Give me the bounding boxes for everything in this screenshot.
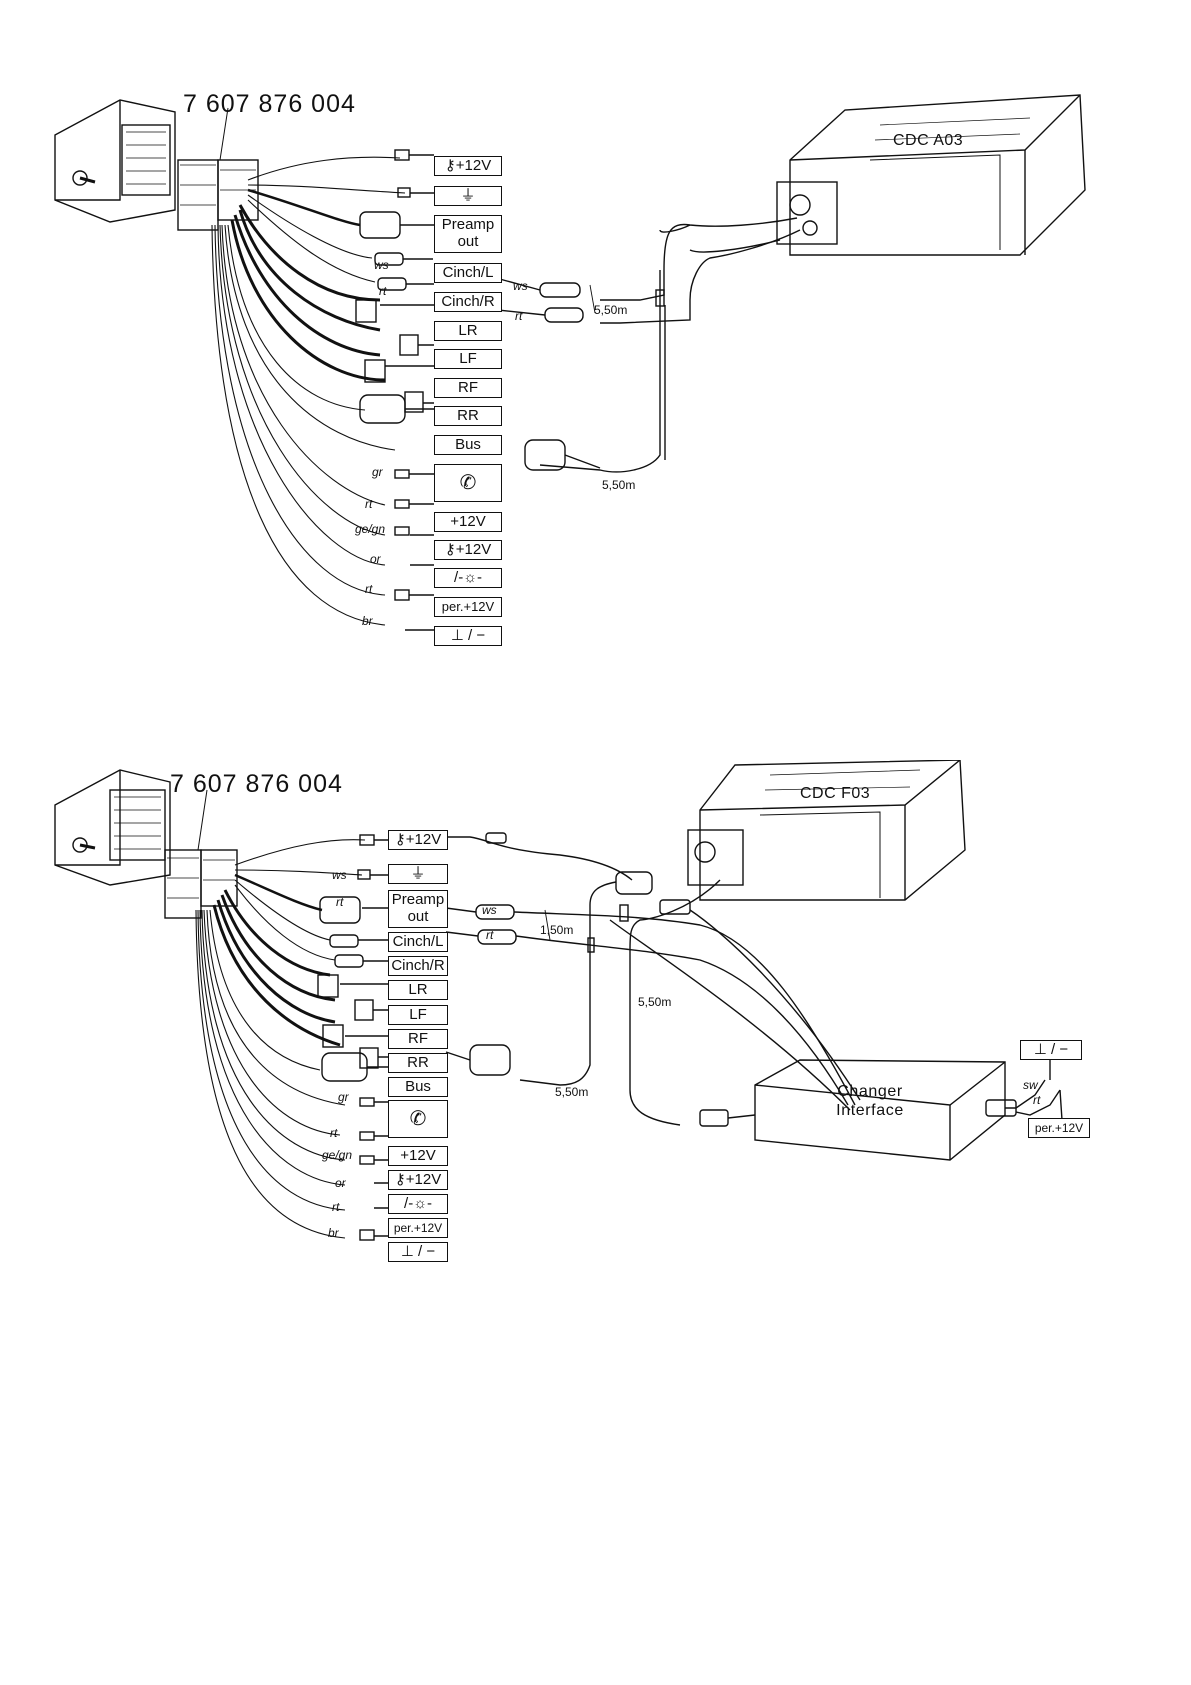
plug-ws: ws bbox=[374, 258, 389, 272]
tag-lr: LR bbox=[388, 980, 448, 1000]
tag-lr: LR bbox=[434, 321, 502, 341]
wire-gr: gr bbox=[372, 465, 383, 479]
length-cinch: 5,50m bbox=[594, 303, 628, 317]
plug-rt-cable: rt bbox=[486, 928, 494, 942]
length-bus: 5,50m bbox=[555, 1085, 589, 1099]
tag-rf: RF bbox=[434, 378, 502, 398]
tag-rr: RR bbox=[434, 406, 502, 426]
tag-ignition-12v-2: ⚷+12V bbox=[434, 540, 502, 560]
tag-ignition-12v: ⚷+12V bbox=[434, 156, 502, 176]
length-cinch: 1,50m bbox=[540, 923, 574, 937]
tag-cinch-r: Cinch/R bbox=[388, 956, 448, 976]
tag-ground: ⏚ bbox=[388, 864, 448, 884]
wire-rt: rt bbox=[365, 497, 373, 511]
wiring-drawing-bottom bbox=[54, 760, 1063, 1241]
tag-bus: Bus bbox=[388, 1077, 448, 1097]
plug-ws: ws bbox=[332, 868, 347, 882]
wire-br: br bbox=[362, 614, 373, 628]
plug-rt: rt bbox=[379, 284, 387, 298]
wire-rt-2: rt bbox=[365, 582, 373, 596]
wire-rt: rt bbox=[330, 1126, 338, 1140]
tag-interface-per-12v: per.+12V bbox=[1028, 1118, 1090, 1138]
tag-ground-minus: ⊥ / − bbox=[388, 1242, 448, 1262]
tag-lf: LF bbox=[434, 349, 502, 369]
phone-icon: ✆ bbox=[388, 1100, 448, 1138]
key-icon: ⚷ bbox=[394, 1171, 406, 1188]
plug-rt-cable: rt bbox=[515, 309, 523, 323]
part-number: 7 607 876 004 bbox=[183, 90, 356, 118]
wire-br: br bbox=[328, 1226, 339, 1240]
key-icon: ⚷ bbox=[444, 541, 456, 558]
tag-permanent-12v: +12V bbox=[388, 1146, 448, 1166]
key-icon: ⚷ bbox=[394, 831, 406, 848]
key-icon: ⚷ bbox=[444, 157, 456, 174]
length-interface: 5,50m bbox=[638, 995, 672, 1009]
wire-ge-gn: ge/gn bbox=[322, 1148, 353, 1162]
tag-cinch-l: Cinch/L bbox=[434, 263, 502, 283]
tag-lf: LF bbox=[388, 1005, 448, 1025]
part-number: 7 607 876 004 bbox=[170, 770, 343, 798]
tag-rf: RF bbox=[388, 1029, 448, 1049]
plug-ws-cable: ws bbox=[482, 903, 497, 917]
wire-gr: gr bbox=[338, 1090, 349, 1104]
tag-illumination: /-☼- bbox=[434, 568, 502, 588]
wire-ge-gn: ge/gn bbox=[355, 522, 386, 536]
tag-cinch-l: Cinch/L bbox=[388, 932, 448, 952]
tag-ignition-12v-2: ⚷+12V bbox=[388, 1170, 448, 1190]
tag-bus: Bus bbox=[434, 435, 502, 455]
wire-rt-2: rt bbox=[332, 1200, 340, 1214]
tag-per-12v: per.+12V bbox=[388, 1218, 448, 1238]
tag-per-12v: per.+12V bbox=[434, 597, 502, 617]
phone-icon: ✆ bbox=[434, 464, 502, 502]
tag-ignition-12v: ⚷+12V bbox=[388, 830, 448, 850]
tag-cinch-r: Cinch/R bbox=[434, 292, 502, 312]
wire-or: or bbox=[370, 552, 381, 566]
wiring-drawing-top bbox=[54, 94, 1086, 631]
tag-interface-ground: ⊥ / − bbox=[1020, 1040, 1082, 1060]
length-bus: 5,50m bbox=[602, 478, 636, 492]
device-label: CDC A03 bbox=[893, 132, 964, 149]
tag-ground-minus: ⊥ / − bbox=[434, 626, 502, 646]
plug-rt: rt bbox=[336, 895, 344, 909]
device-label: CDC F03 bbox=[800, 785, 871, 802]
wire-rt-3: rt bbox=[1033, 1093, 1041, 1107]
tag-rr: RR bbox=[388, 1053, 448, 1073]
tag-illumination: /-☼- bbox=[388, 1194, 448, 1214]
tag-permanent-12v: +12V bbox=[434, 512, 502, 532]
tag-ground: ⏚ bbox=[434, 186, 502, 206]
wire-sw: sw bbox=[1023, 1078, 1038, 1092]
wire-or: or bbox=[335, 1176, 346, 1190]
plug-ws-cable: ws bbox=[513, 279, 528, 293]
